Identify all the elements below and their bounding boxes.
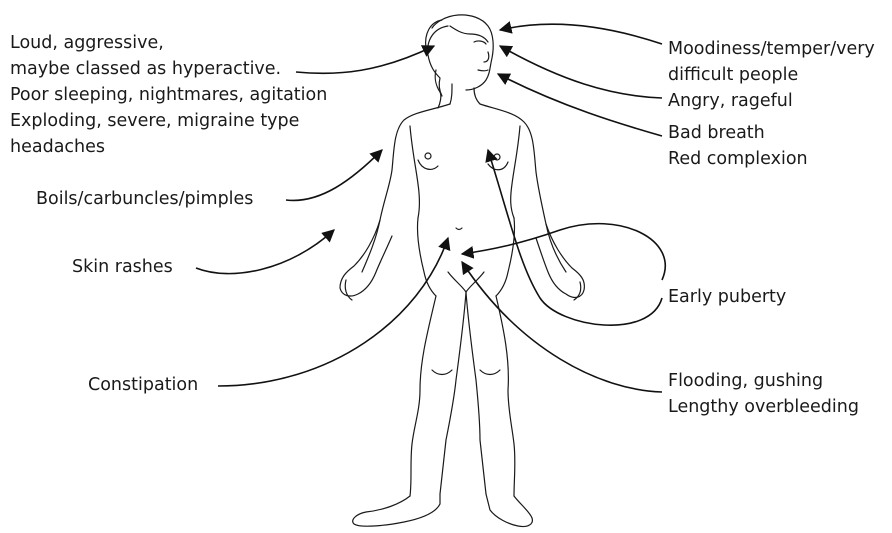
label-line: Early puberty (668, 284, 786, 310)
label-line: Exploding, severe, migraine type (10, 108, 327, 134)
arrow-angry (500, 46, 662, 98)
label-line: Boils/carbuncles/pimples (36, 186, 253, 212)
label-flooding: Flooding, gushing Lengthy overbleeding (668, 368, 859, 420)
label-line: Angry, rageful (668, 88, 793, 114)
label-line: Constipation (88, 372, 198, 398)
label-loud-aggressive: Loud, aggressive, maybe classed as hyper… (10, 30, 327, 160)
label-constipation: Constipation (88, 372, 198, 398)
label-line: maybe classed as hyperactive. (10, 56, 327, 82)
label-angry: Angry, rageful (668, 88, 793, 114)
label-skin-rashes: Skin rashes (72, 254, 173, 280)
label-moodiness: Moodiness/temper/very difficult people (668, 36, 875, 88)
label-line: Bad breath (668, 120, 808, 146)
label-line: Moodiness/temper/very (668, 36, 875, 62)
label-line: Flooding, gushing (668, 368, 859, 394)
label-line: Loud, aggressive, (10, 30, 327, 56)
arrow-constipation (218, 238, 448, 386)
arrow-puberty-upper (488, 150, 662, 325)
arrow-puberty-lower (462, 224, 665, 280)
label-early-puberty: Early puberty (668, 284, 786, 310)
arrow-moodiness (500, 24, 662, 44)
label-line: Skin rashes (72, 254, 173, 280)
label-line: headaches (10, 134, 327, 160)
label-bad-breath: Bad breath Red complexion (668, 120, 808, 172)
arrow-skin (196, 230, 334, 274)
arrow-flooding (462, 262, 662, 392)
label-line: difficult people (668, 62, 875, 88)
label-line: Poor sleeping, nightmares, agitation (10, 82, 327, 108)
label-line: Lengthy overbleeding (668, 394, 859, 420)
label-line: Red complexion (668, 146, 808, 172)
label-boils: Boils/carbuncles/pimples (36, 186, 253, 212)
